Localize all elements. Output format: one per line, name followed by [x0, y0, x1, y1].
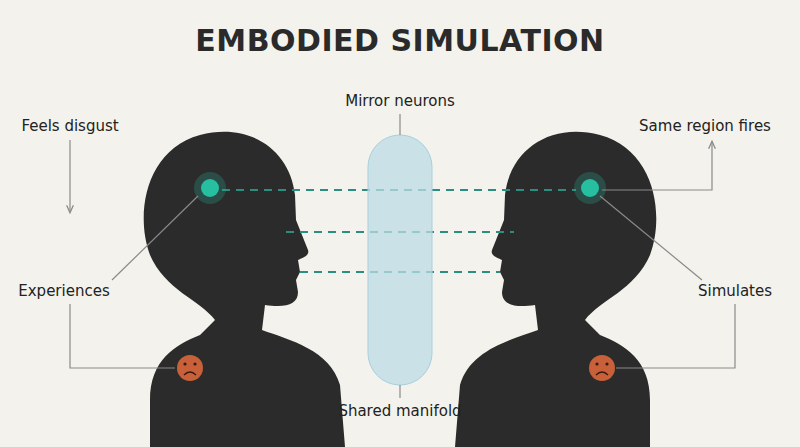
- head-silhouette: [144, 132, 345, 447]
- annotation-label: Same region fires: [639, 117, 771, 135]
- brain-region-dot: [194, 172, 606, 204]
- annotation-label: Mirror neurons: [345, 92, 455, 110]
- annotation-label: Shared manifold: [338, 402, 461, 420]
- leader-line: [70, 114, 735, 398]
- diagram-title: EMBODIED SIMULATION: [195, 23, 604, 58]
- annotation-label: Experiences: [18, 282, 109, 300]
- annotation-label: Feels disgust: [21, 117, 118, 135]
- mirror-neuron-pill: [368, 135, 432, 385]
- sad-face-icon: [177, 355, 615, 381]
- annotation-label: Simulates: [698, 282, 772, 300]
- head-silhouette: [455, 132, 656, 447]
